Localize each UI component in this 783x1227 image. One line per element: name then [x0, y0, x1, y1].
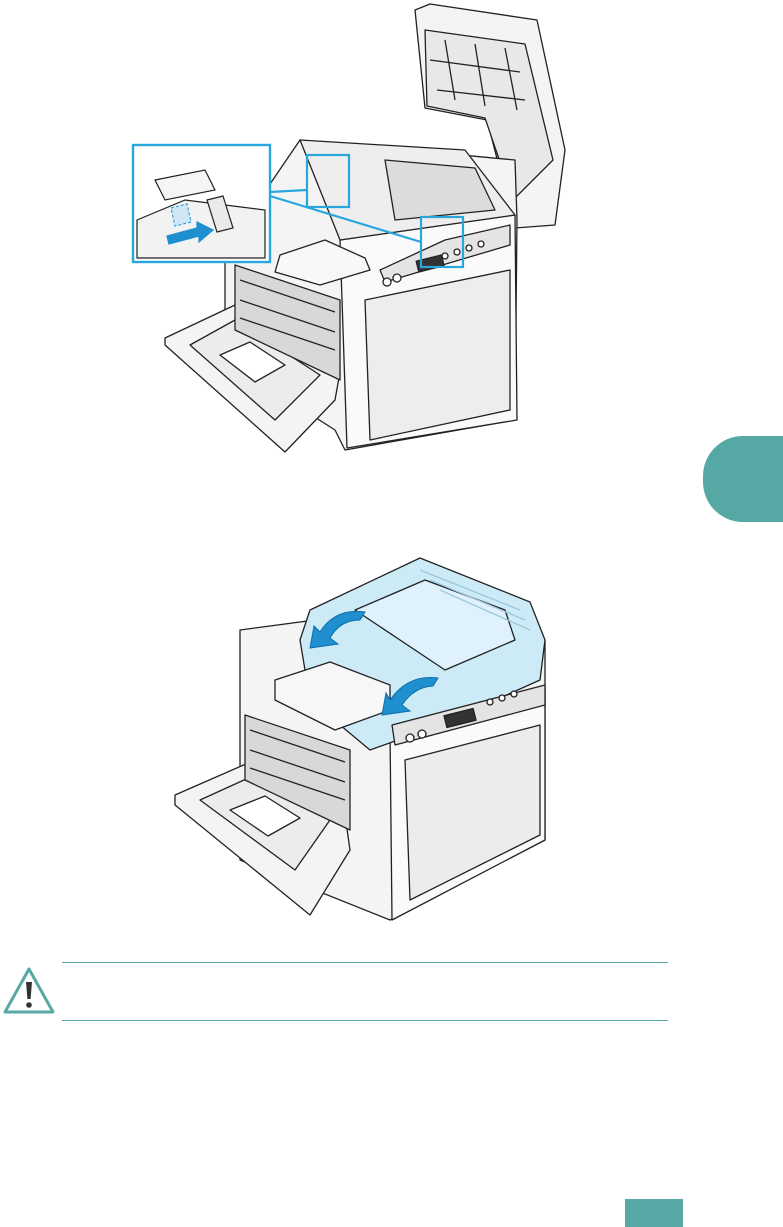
caution-top-rule [62, 962, 668, 963]
caution-bottom-rule [62, 1020, 668, 1021]
figure-printer-open-cover [125, 0, 585, 460]
figure-printer-closing-cover [160, 550, 560, 930]
caution-triangle-icon [2, 965, 56, 1017]
callout-inset [133, 145, 270, 262]
page-number-badge [625, 1199, 683, 1227]
chapter-tab [703, 436, 783, 522]
